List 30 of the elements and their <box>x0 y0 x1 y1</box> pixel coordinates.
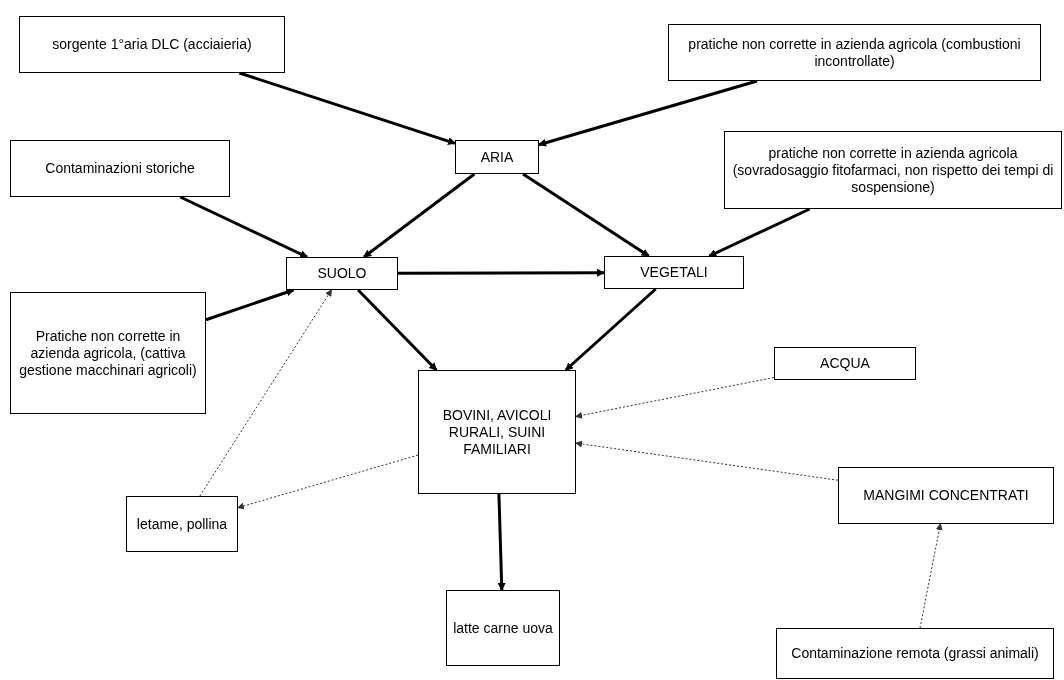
text-box: Pratiche non corrette in azienda agricola, (cattiva gestione macchinari agricoli) <box>10 292 206 414</box>
arrow <box>179 195 308 259</box>
text-box: Contaminazioni storiche <box>10 140 230 197</box>
arrow <box>575 440 839 481</box>
arrow <box>205 288 295 322</box>
text-box: pratiche non corrette in azienda agricola (sovradosaggio fitofarmaci, non rispetto dei tempi di sospensione) <box>724 131 1062 209</box>
arrow <box>238 71 456 145</box>
arrow <box>497 493 506 591</box>
text-box: sorgente 1°aria DLC (acciaieria) <box>19 16 285 73</box>
text-box: pratiche non corrette in azienda agricola (combustioni incontrollate) <box>668 24 1041 81</box>
arrow <box>538 79 758 147</box>
text-box: ACQUA <box>774 347 916 380</box>
arrow <box>564 287 657 372</box>
text-box: MANGIMI CONCENTRATI <box>838 467 1054 524</box>
arrow <box>575 377 775 419</box>
text-box: BOVINI, AVICOLI RURALI, SUINI FAMILIARI <box>418 370 576 494</box>
text-box: ARIA <box>455 140 539 174</box>
arrow <box>522 172 650 258</box>
text-box: SUOLO <box>286 257 398 290</box>
arrow <box>363 172 476 259</box>
arrow <box>708 207 811 258</box>
arrow <box>357 288 438 372</box>
arrow <box>199 289 332 497</box>
text-box: letame, pollina <box>126 496 238 552</box>
arrow <box>237 454 419 510</box>
arrow <box>398 268 605 277</box>
text-box: VEGETALI <box>604 256 744 289</box>
text-box: latte carne uova <box>446 590 560 666</box>
arrow <box>919 523 943 629</box>
text-box: Contaminazione remota (grassi animali) <box>776 628 1054 679</box>
